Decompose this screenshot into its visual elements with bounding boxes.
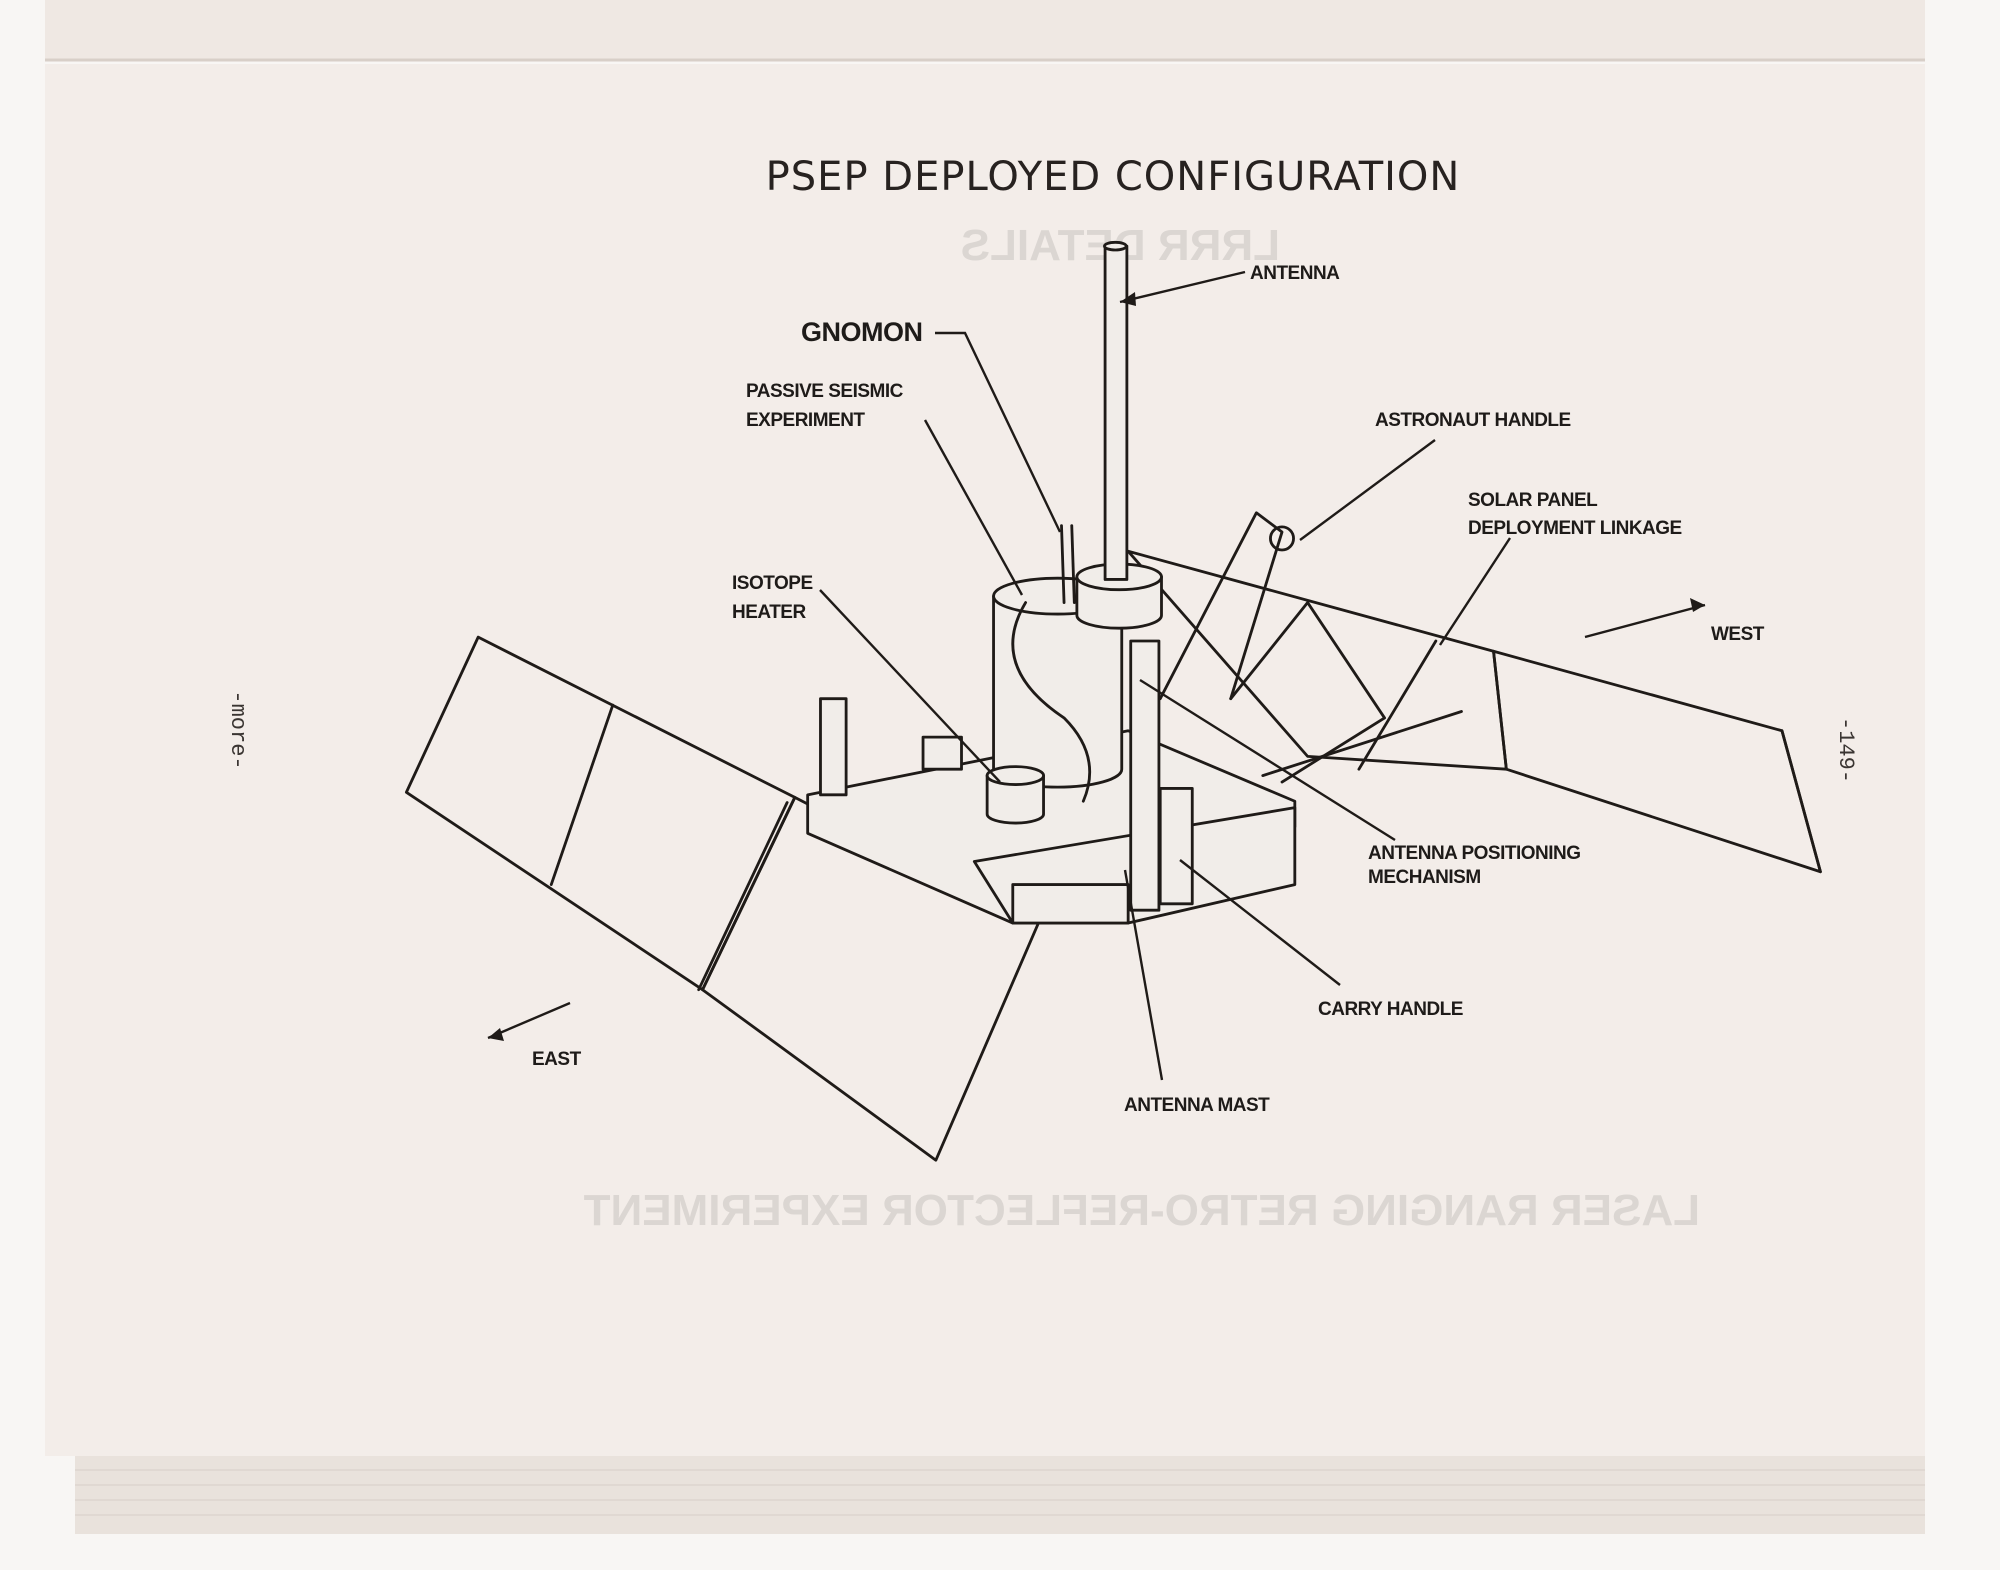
label-carry-handle: CARRY HANDLE (1318, 999, 1463, 1020)
page-title: PSEP DEPLOYED CONFIGURATION (766, 154, 1461, 200)
astronaut-handle (1269, 525, 1295, 552)
antenna-pole (1103, 244, 1129, 581)
label-gnomon: GNOMON (801, 317, 923, 347)
label-antenna-mast: ANTENNA MAST (1124, 1095, 1270, 1116)
bleed-through-footer: LASER RANGING RETRO-REFLECTOR EXPERIMENT (584, 1186, 1700, 1235)
label-antenna: ANTENNA (1250, 263, 1340, 284)
previous-page-edge (45, 0, 1925, 60)
label-east: EAST (532, 1049, 582, 1070)
label-isotope-1: ISOTOPE (732, 573, 813, 594)
leader-lines (487, 270, 1706, 1081)
more-note: -more- (225, 690, 250, 769)
label-antenna-positioning-2: MECHANISM (1368, 867, 1481, 888)
page-number: -149- (1833, 717, 1858, 783)
antenna-mast (1129, 639, 1161, 912)
isotope-heater (985, 774, 1045, 825)
label-west: WEST (1711, 624, 1765, 645)
label-passive-seismic-1: PASSIVE SEISMIC (746, 381, 904, 402)
psep-drawing (404, 240, 1822, 1162)
label-isotope-2: HEATER (732, 602, 806, 623)
label-solar-panel-2: DEPLOYMENT LINKAGE (1468, 518, 1682, 539)
label-passive-seismic-2: EXPERIMENT (746, 410, 865, 431)
page-stack-edge (75, 1456, 1925, 1534)
label-astronaut-handle: ASTRONAUT HANDLE (1375, 410, 1571, 431)
label-antenna-positioning-1: ANTENNA POSITIONING (1368, 843, 1581, 864)
label-solar-panel-1: SOLAR PANEL (1468, 490, 1598, 511)
